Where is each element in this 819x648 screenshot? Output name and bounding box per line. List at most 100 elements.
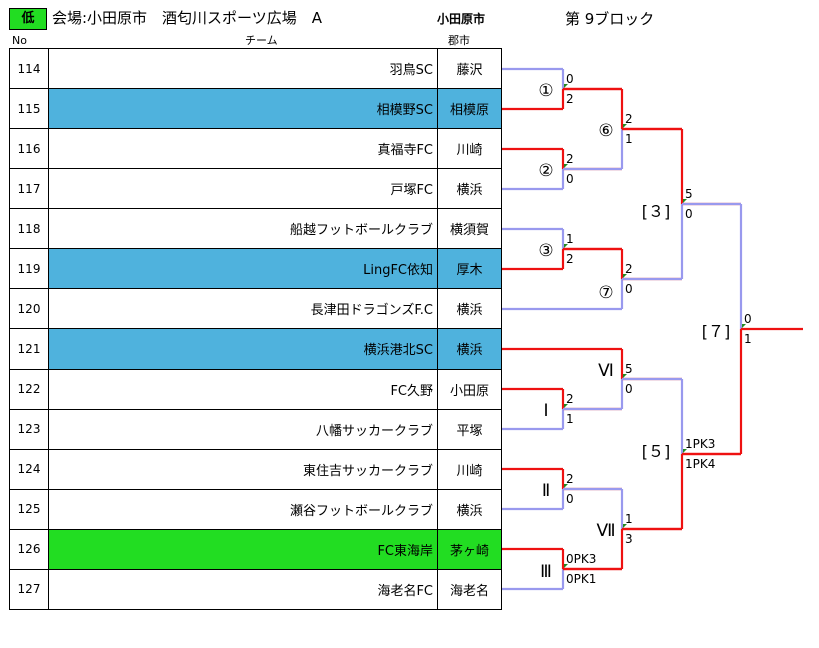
score-bottom: 3 (625, 532, 633, 546)
venue-title: 会場:小田原市 酒匂川スポーツ広場 A (52, 9, 323, 27)
score-bottom: 1 (566, 412, 574, 426)
team-number: 119 (9, 248, 49, 290)
team-number: 125 (9, 488, 49, 530)
host-city: 小田原市 (437, 12, 486, 26)
team-number: 114 (9, 47, 49, 90)
team-city: 厚木 (437, 248, 502, 290)
team-name: 相模野SC (48, 88, 438, 130)
team-city: 川崎 (437, 128, 502, 170)
team-city: 横浜 (437, 168, 502, 210)
team-number: 120 (9, 288, 49, 330)
score-marker (564, 484, 568, 488)
score-top: 1PK3 (685, 437, 715, 451)
score-top: 5 (685, 187, 693, 201)
score-bottom: 0 (566, 492, 574, 506)
score-marker (564, 244, 568, 248)
level-badge: 低 (9, 8, 47, 30)
score-top: 1 (625, 512, 633, 526)
score-bottom: 2 (566, 252, 574, 266)
score-top: 0PK3 (566, 552, 596, 566)
team-name: 瀬谷フットボールクラブ (48, 488, 438, 530)
team-number: 117 (9, 168, 49, 210)
team-city: 横浜 (437, 288, 502, 330)
score-bottom: 1 (744, 332, 752, 346)
team-city: 横浜 (437, 328, 502, 370)
column-header-no: No (12, 34, 27, 47)
score-top: 0 (566, 72, 574, 86)
match-label: [７] (702, 322, 731, 341)
score-marker (564, 164, 568, 168)
score-marker (564, 404, 568, 408)
team-number: 115 (9, 88, 49, 130)
score-marker (623, 124, 627, 128)
team-city: 小田原 (437, 368, 502, 410)
team-city: 藤沢 (437, 47, 502, 90)
score-marker (683, 449, 687, 453)
score-top: 5 (625, 362, 633, 376)
score-top: 0 (744, 312, 752, 326)
match-label: [３] (642, 202, 671, 221)
team-city: 茅ヶ崎 (437, 528, 502, 570)
team-name: 羽鳥SC (48, 47, 438, 90)
match-label: Ⅰ (543, 401, 548, 421)
match-label: Ⅶ (596, 521, 615, 541)
score-marker (623, 524, 627, 528)
match-label: Ⅱ (542, 481, 550, 501)
score-marker (683, 199, 687, 203)
team-name: 戸塚FC (48, 168, 438, 210)
score-top: 2 (566, 472, 574, 486)
team-name: FC東海岸 (48, 528, 438, 570)
match-label: ⑦ (598, 283, 613, 303)
team-name: 真福寺FC (48, 128, 438, 170)
score-marker (623, 374, 627, 378)
block-title: 第 9ブロック (565, 10, 655, 28)
team-city: 海老名 (437, 568, 502, 611)
team-name: 横浜港北SC (48, 328, 438, 370)
score-top: 2 (566, 152, 574, 166)
score-top: 2 (566, 392, 574, 406)
score-marker (623, 274, 627, 278)
team-city: 相模原 (437, 88, 502, 130)
score-bottom: 1PK4 (685, 457, 715, 471)
score-bottom: 0 (566, 172, 574, 186)
team-number: 118 (9, 208, 49, 250)
match-label: ① (538, 81, 553, 101)
score-bottom: 1 (625, 132, 633, 146)
team-city: 横浜 (437, 488, 502, 530)
team-city: 横須賀 (437, 208, 502, 250)
score-bottom: 2 (566, 92, 574, 106)
team-name: LingFC依知 (48, 248, 438, 290)
match-label: [５] (642, 442, 671, 461)
score-bottom: 0 (625, 382, 633, 396)
team-number: 122 (9, 368, 49, 410)
score-marker (742, 324, 746, 328)
score-marker (564, 564, 568, 568)
match-label: Ⅲ (540, 562, 552, 582)
match-label: ② (538, 161, 553, 181)
column-header-team: チーム (245, 34, 278, 47)
score-bottom: 0 (625, 282, 633, 296)
match-label: Ⅵ (598, 361, 614, 381)
score-top: 1 (566, 232, 574, 246)
team-city: 川崎 (437, 448, 502, 490)
match-label: ⑥ (598, 121, 613, 141)
team-number: 121 (9, 328, 49, 370)
score-marker (564, 84, 568, 88)
score-bottom: 0PK1 (566, 572, 596, 586)
match-label: ③ (538, 241, 553, 261)
team-city: 平塚 (437, 408, 502, 450)
